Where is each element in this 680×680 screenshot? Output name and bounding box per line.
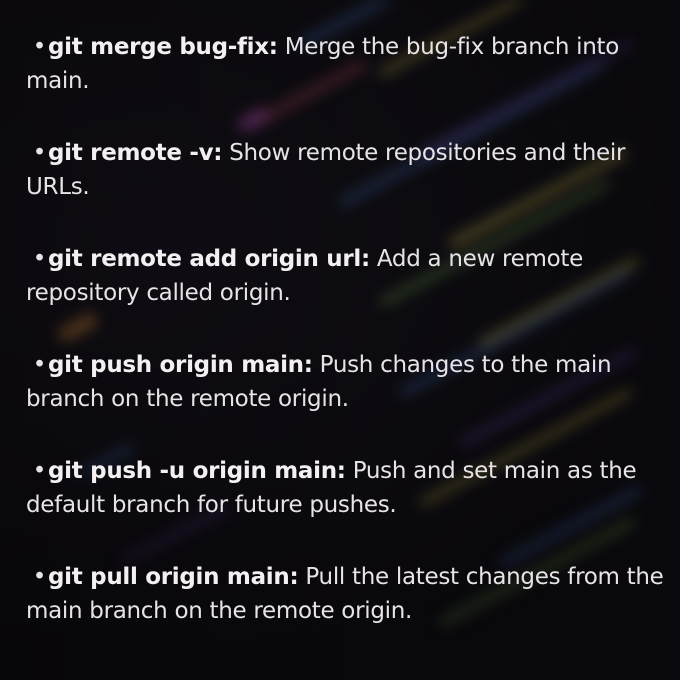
list-item: •git remote add origin url: Add a new re…: [26, 242, 676, 310]
git-command-list: •git merge bug-fix: Merge the bug-fix br…: [26, 30, 676, 666]
command-description: Show remote repositories and their URLs.: [26, 140, 626, 200]
bullet: •: [32, 564, 47, 590]
command-description: Merge the bug-fix branch into main.: [26, 34, 619, 94]
list-item: •git push -u origin main: Push and set m…: [26, 454, 676, 522]
bullet: •: [32, 352, 47, 378]
list-item: •git remote -v: Show remote repositories…: [26, 136, 676, 204]
command-description: Push changes to the main branch on the r…: [26, 352, 612, 412]
bullet: •: [32, 140, 47, 166]
list-item: •git merge bug-fix: Merge the bug-fix br…: [26, 30, 676, 98]
command-name: git pull origin main:: [48, 564, 299, 590]
command-name: git remote add origin url:: [48, 246, 370, 272]
list-item: •git pull origin main: Pull the latest c…: [26, 560, 676, 628]
command-description: Add a new remote repository called origi…: [26, 246, 583, 306]
bullet: •: [32, 246, 47, 272]
bullet: •: [32, 458, 47, 484]
command-name: git push origin main:: [48, 352, 313, 378]
command-name: git push -u origin main:: [48, 458, 346, 484]
command-name: git merge bug-fix:: [48, 34, 278, 60]
command-description: Pull the latest changes from the main br…: [26, 564, 664, 624]
list-item: •git push origin main: Push changes to t…: [26, 348, 676, 416]
command-name: git remote -v:: [48, 140, 223, 166]
command-description: Push and set main as the default branch …: [26, 458, 637, 518]
bullet: •: [32, 34, 47, 60]
